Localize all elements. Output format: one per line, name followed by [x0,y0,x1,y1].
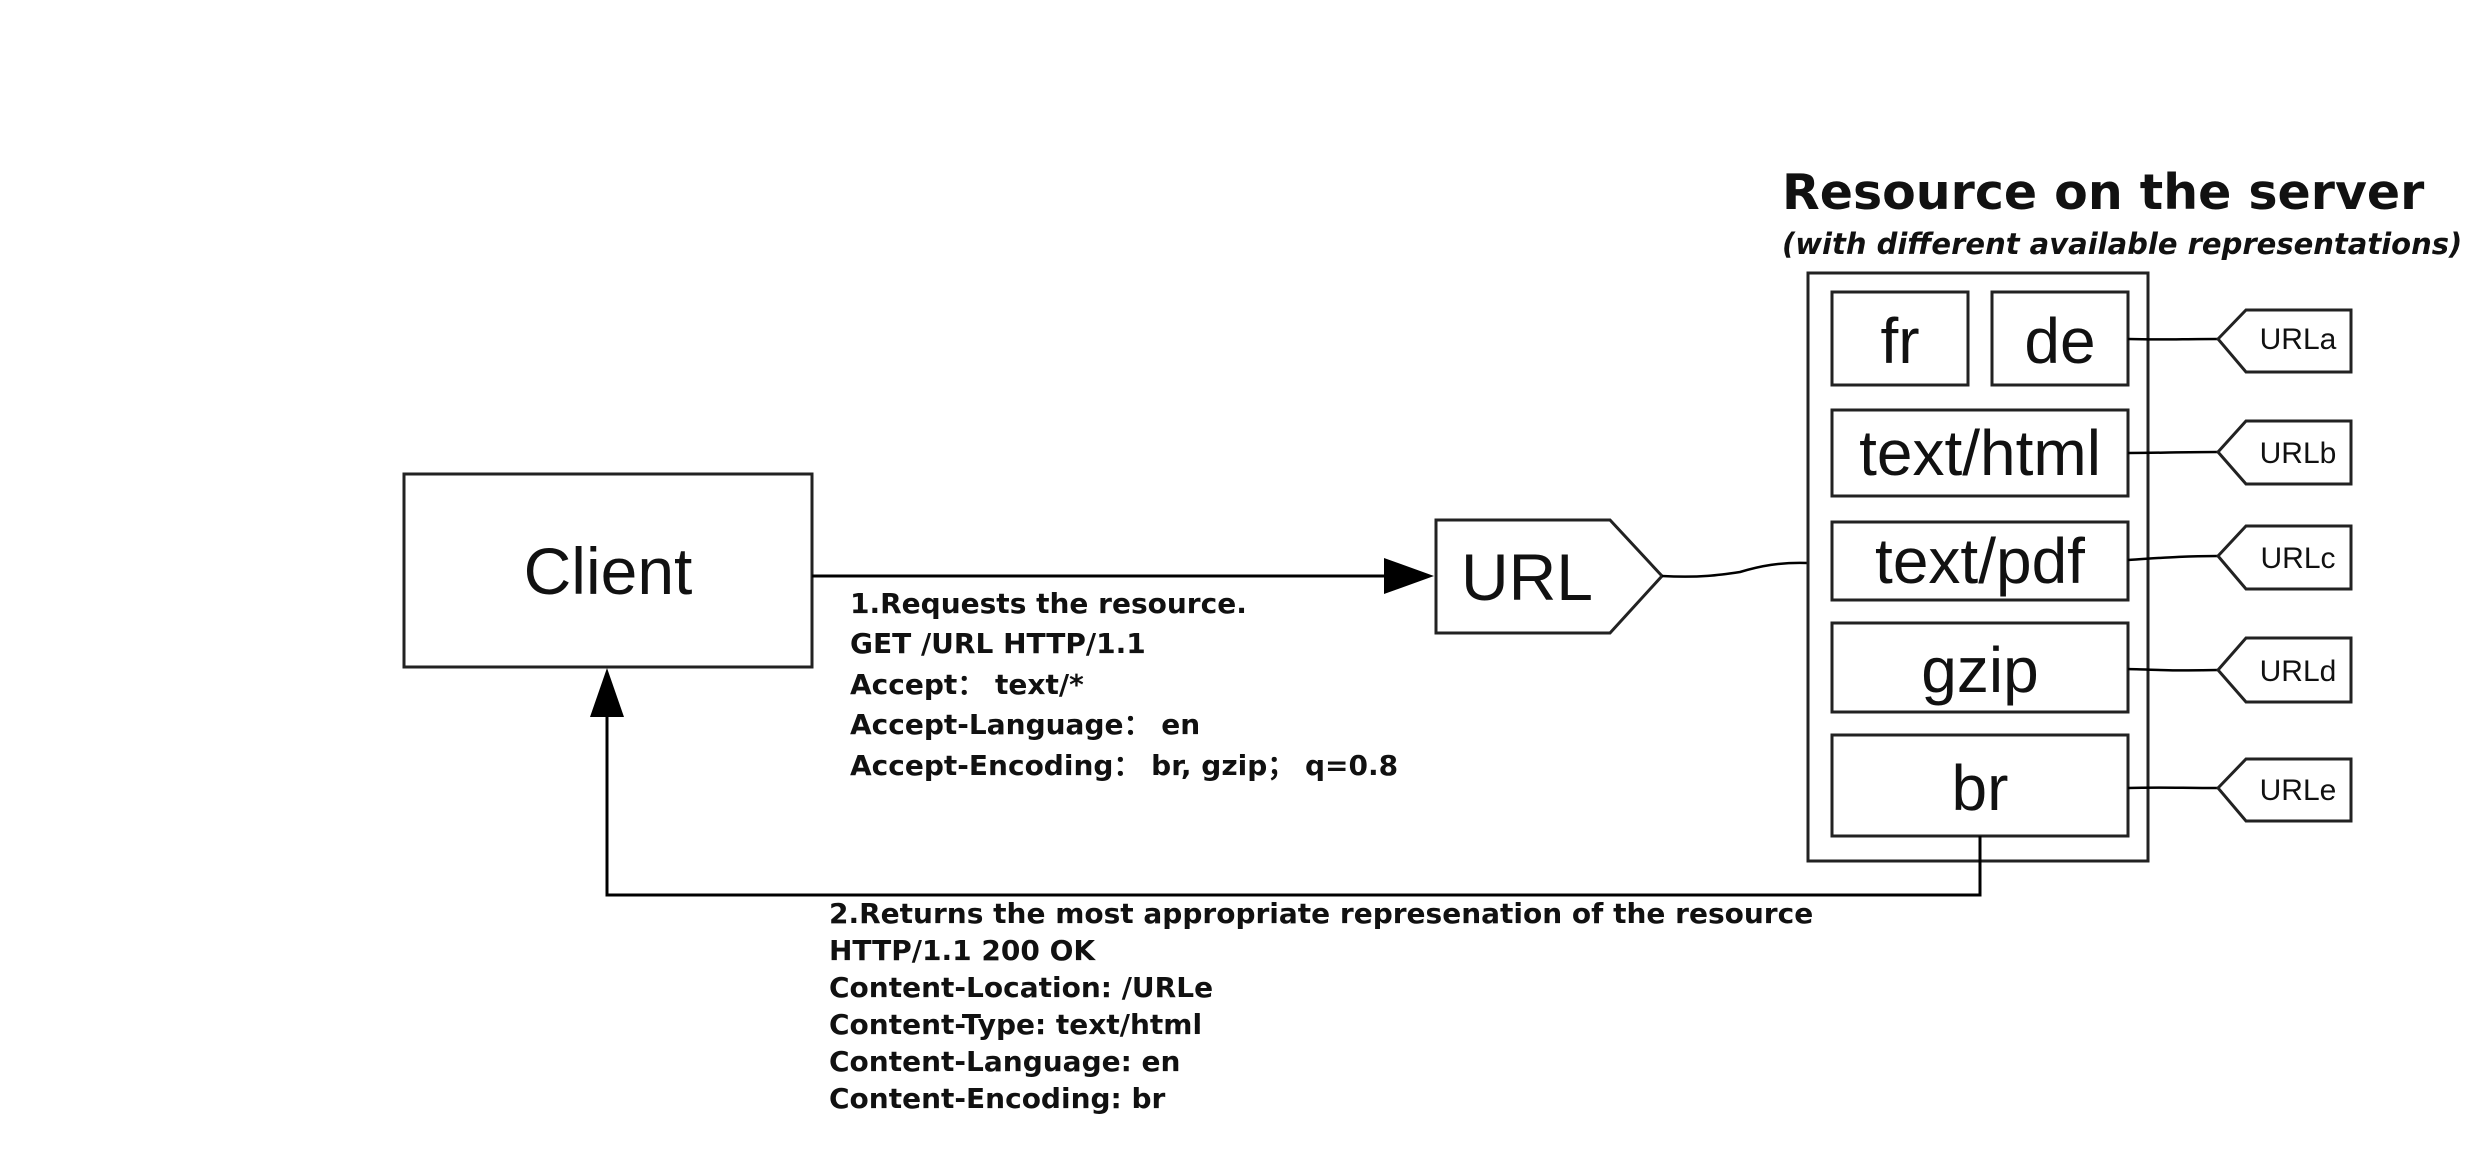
url-label: URL [1461,540,1593,614]
request-line: GET /URL HTTP/1.1 [850,627,1146,660]
request-line: Accept： text/* [850,668,1084,701]
response-heading: 2.Returns the most appropriate represena… [829,897,1813,930]
request-heading: 1.Requests the resource. [850,587,1247,620]
response-line: Content-Type: text/html [829,1008,1202,1041]
url-tag-a-label: URLa [2260,323,2337,356]
diagram-title: Resource on the server [1782,164,2425,221]
representation-de-label: de [2024,305,2095,377]
representation-br: br [1830,733,2130,838]
response-arrow [590,668,1982,897]
url-tag-d: URLd [2127,636,2353,704]
client-node: Client [402,472,814,669]
representation-gzip: gzip [1830,621,2130,714]
url-node: URL [1434,518,1665,635]
request-line: Accept-Encoding： br, gzip； q=0.8 [850,749,1398,782]
representation-fr: fr [1830,290,1970,387]
representation-text-html: text/html [1830,408,2130,498]
url-tag-b-label: URLb [2260,437,2337,470]
request-text: 1.Requests the resource. GET /URL HTTP/1… [850,587,1398,782]
request-line: Accept-Language： en [850,708,1200,741]
representation-gzip-label: gzip [1921,634,2038,706]
representation-text-pdf-label: text/pdf [1875,525,2085,597]
url-tag-e: URLe [2127,757,2353,823]
url-tag-c: URLc [2127,524,2353,591]
client-label: Client [524,534,693,608]
resource-container: fr de text/html text/pdf gzip br [1806,271,2150,863]
url-tag-e-label: URLe [2260,774,2337,807]
response-line: Content-Language: en [829,1045,1180,1078]
response-text: 2.Returns the most appropriate represena… [829,897,1813,1115]
url-tag-c-label: URLc [2260,542,2335,575]
request-arrow [812,558,1434,594]
representation-text-pdf: text/pdf [1830,520,2130,602]
url-tag-d-label: URLd [2260,655,2337,688]
response-line: Content-Location: /URLe [829,971,1213,1004]
url-tag-b: URLb [2127,419,2353,486]
url-to-resource-connector [1661,561,1809,578]
representation-fr-label: fr [1880,305,1919,377]
representation-text-html-label: text/html [1859,417,2101,489]
response-line: Content-Encoding: br [829,1082,1166,1115]
url-tag-a: URLa [2127,308,2353,374]
response-line: HTTP/1.1 200 OK [829,934,1096,967]
representation-br-label: br [1952,752,2009,824]
representation-de: de [1990,290,2130,387]
diagram-subtitle: (with different available representation… [1782,227,2462,261]
